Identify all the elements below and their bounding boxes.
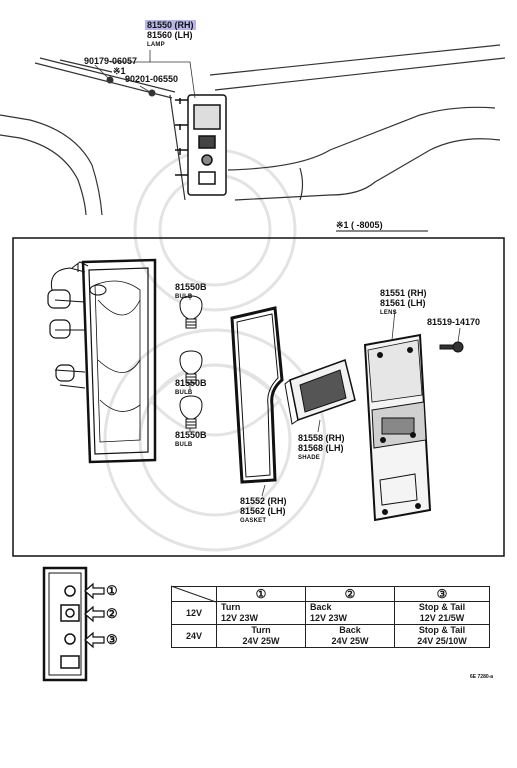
arrow-icon (84, 631, 105, 649)
bulb-low-name: BULB (175, 442, 193, 448)
table-header-1: ① (216, 586, 306, 602)
table-row: 12V Turn Back Stop & Tail (171, 601, 490, 625)
vehicle-body (0, 44, 506, 216)
bulb-low-part-number: 81550B (175, 430, 207, 440)
bulb-top-part-number: 81550B (175, 282, 207, 292)
shade-part-number-rh: 81558 (RH) (298, 433, 345, 443)
note-mark: ※1 (113, 66, 126, 76)
bulb-mid-part-number: 81550B (175, 378, 207, 388)
voltage-cell: 24V (171, 624, 217, 648)
lens-name: LENS (380, 310, 397, 316)
lamp-part-number-rh: 81550 (RH) (145, 20, 196, 30)
lamp-housing (47, 258, 157, 464)
table-header-3: ③ (394, 586, 490, 602)
lamp-legend (42, 566, 88, 682)
legend-label-3: ③ (106, 632, 118, 647)
bulb-icon (179, 395, 203, 429)
function-name-cell: Back (305, 601, 395, 613)
lens-screw-part-number: 81519-14170 (427, 317, 481, 327)
lens-part-number-lh: 81561 (LH) (380, 298, 426, 308)
arrow-icon (84, 605, 105, 623)
voltage-cell: 12V (171, 601, 217, 625)
table-header-row: ① ② ③ (171, 586, 490, 602)
screw-icon (439, 341, 464, 353)
function-name-cell: Stop & Tail (394, 624, 490, 636)
bulb-icon (179, 350, 203, 384)
lamp-assembly-top (175, 94, 227, 196)
bulb-mid-name: BULB (175, 390, 193, 396)
screw-icon (148, 89, 156, 97)
shade-part-number-lh: 81568 (LH) (298, 443, 344, 453)
leader-lines (189, 294, 461, 497)
bulb-spec-cell: 24V 25W (216, 636, 306, 648)
bulb-icon (179, 295, 203, 329)
screw2-part-number: 90201-06550 (125, 74, 179, 84)
function-name-cell: Turn (216, 601, 306, 613)
table-row: 24V Turn Back Stop & Tail (171, 624, 490, 648)
table-row: 24V 25W 24V 25W 24V 25/10W (172, 636, 490, 648)
lens-part-number-rh: 81551 (RH) (380, 288, 427, 298)
lamp-part-name: LAMP (147, 42, 165, 48)
gasket-part-number-lh: 81562 (LH) (240, 506, 286, 516)
bulb-spec-cell: 24V 25/10W (394, 636, 490, 648)
legend-label-2: ② (106, 606, 118, 621)
lamp-part-number-lh: 81560 (LH) (147, 30, 193, 40)
shade-shape (284, 359, 356, 425)
function-name-cell: Back (305, 624, 395, 636)
function-name-cell: Turn (216, 624, 306, 636)
bulb-top-name: BULB (175, 294, 193, 300)
lens-shape (363, 333, 432, 522)
shade-name: SHADE (298, 455, 321, 461)
note-text: ※1 ( -8005) (336, 220, 383, 230)
table-row: 12V 23W 12V 23W 12V 21/5W (172, 613, 490, 625)
screw1-part-number: 90179-06057 (84, 56, 138, 66)
gasket-name: GASKET (240, 518, 267, 524)
legend-label-1: ① (106, 583, 118, 598)
bulb-spec-cell: 12V 21/5W (394, 613, 490, 625)
screw-icon (106, 76, 114, 84)
bulb-spec-cell: 12V 23W (305, 613, 395, 625)
arrow-icon (84, 582, 105, 600)
watermark (103, 148, 327, 552)
bulb-spec-cell: 12V 23W (216, 613, 306, 625)
figure-code: 6E 7280-a (470, 674, 494, 680)
gasket-shape (230, 306, 284, 484)
bulb-spec-cell: 24V 25W (305, 636, 395, 648)
gasket-part-number-rh: 81552 (RH) (240, 496, 287, 506)
function-name-cell: Stop & Tail (394, 601, 490, 613)
bulb-spec-table: ① ② ③ 12V Turn Back Stop & Tail 12V 23W … (171, 586, 490, 648)
table-corner-cell (171, 586, 217, 602)
table-header-2: ② (305, 586, 395, 602)
exploded-view-frame (12, 237, 505, 557)
leader-lines-top (94, 50, 196, 99)
